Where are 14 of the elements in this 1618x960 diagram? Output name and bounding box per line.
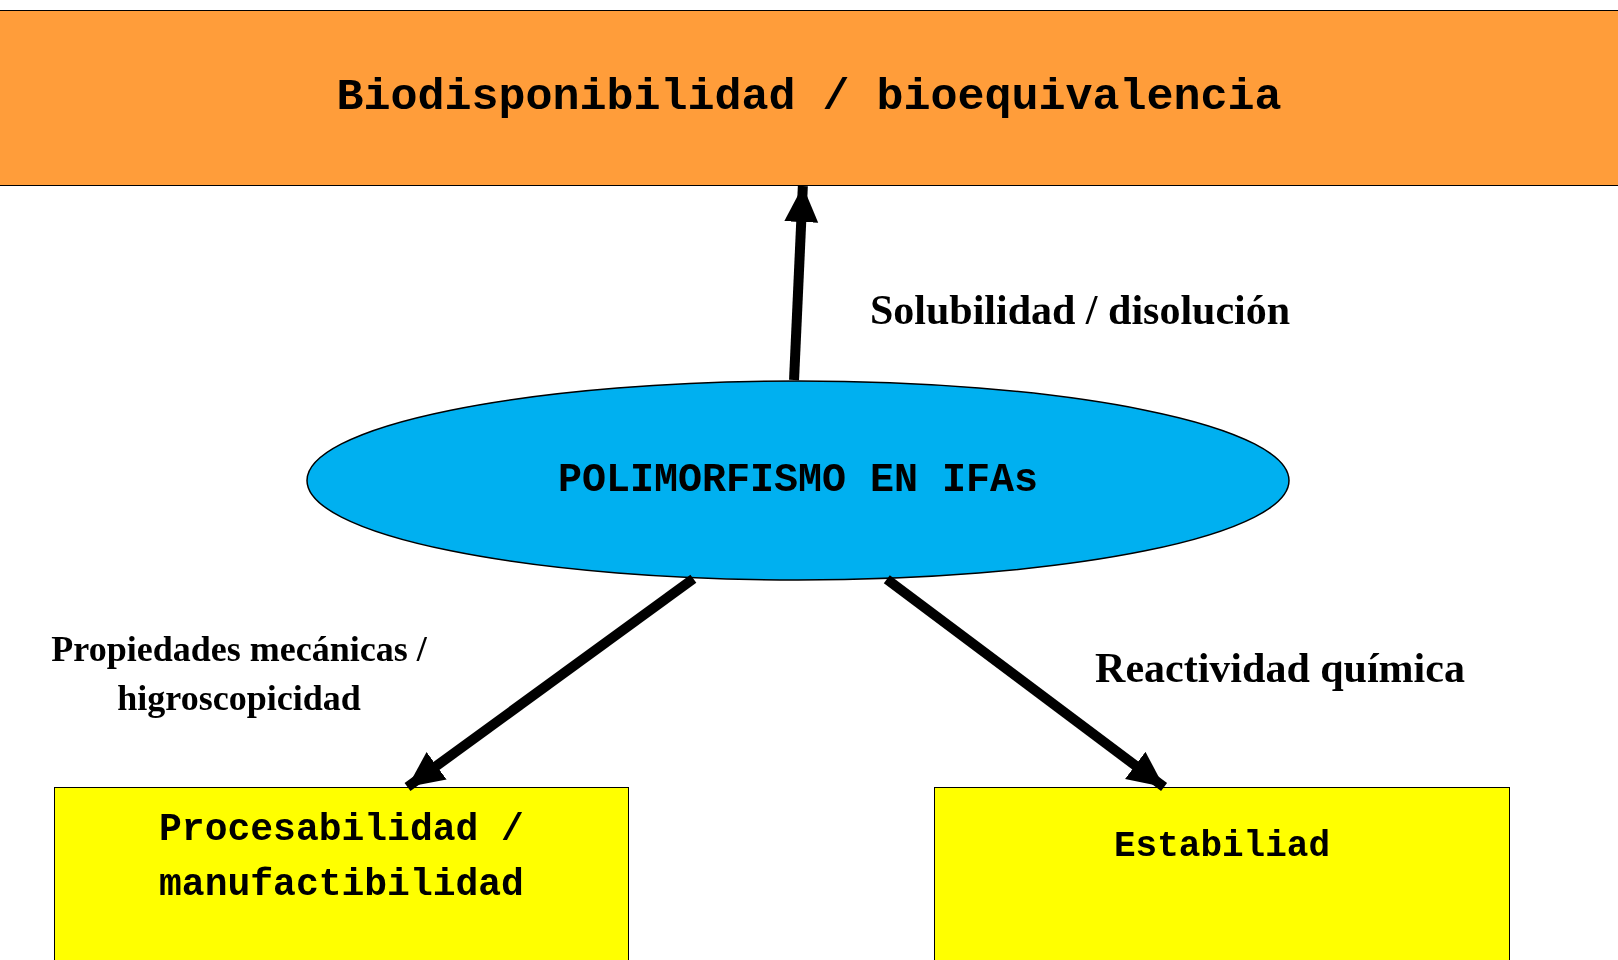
- process-box: [934, 787, 1510, 960]
- header-box: [0, 10, 1618, 186]
- arrow: [404, 574, 697, 792]
- process-box: [54, 787, 629, 960]
- edge-label: Propiedades mecánicas / higroscopicidad: [50, 628, 428, 720]
- node-text: POLIMORFISMO EN IFAs: [557, 456, 1039, 505]
- node-text: Estabiliad: [1113, 824, 1330, 869]
- node-text: Biodisponibilidad / bioequivalencia: [336, 71, 1282, 126]
- arrow: [784, 185, 819, 381]
- arrow: [883, 575, 1168, 791]
- node-text: Procesabilidad / manufactibilidad: [158, 806, 525, 908]
- edge-label: Solubilidad / disolución: [868, 286, 1292, 335]
- central-ellipse: [306, 380, 1290, 581]
- edge-label: Reactividad química: [1094, 644, 1466, 693]
